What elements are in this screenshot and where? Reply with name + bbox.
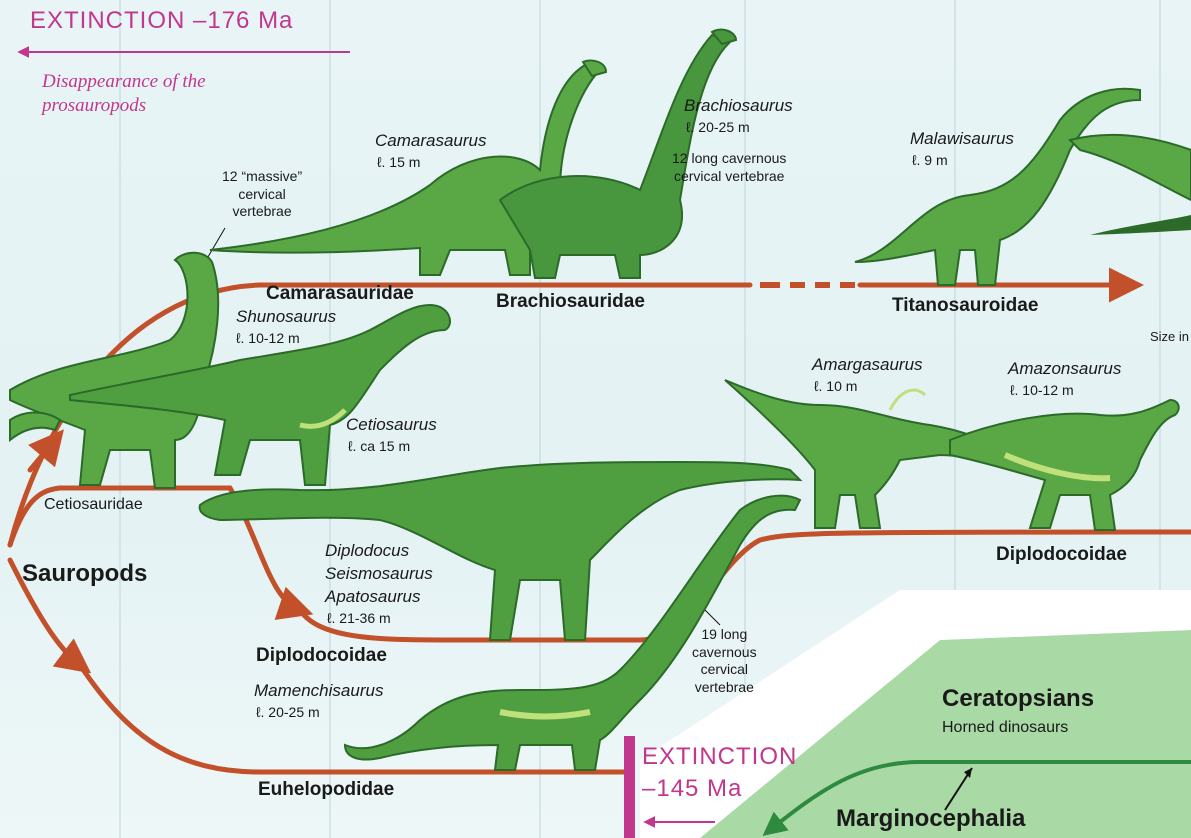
group-camarasauridae: Camarasauridae: [266, 284, 414, 305]
group-cetiosauridae: Cetiosauridae: [44, 496, 143, 514]
note-brachiosaurus-vertebrae: 12 long cavernous cervical vertebrae: [672, 150, 786, 185]
extinction-bar-145: [624, 736, 635, 838]
species-camarasaurus: Camarasaurus: [375, 132, 487, 151]
extinction-176-title: EXTINCTION –176 Ma: [30, 8, 293, 34]
length-shunosaurus: ℓ. 10-12 m: [236, 331, 300, 346]
species-mamenchisaurus: Mamenchisaurus: [254, 682, 383, 701]
species-amargasaurus: Amargasaurus: [812, 356, 923, 375]
ceratopsians-subtitle: Horned dinosaurs: [942, 719, 1068, 737]
group-ceratopsians: Ceratopsians: [942, 686, 1094, 712]
extinction-176-line2: prosauropods: [42, 94, 146, 118]
extinction-145-line1: EXTINCTION: [642, 744, 797, 770]
group-brachiosauridae: Brachiosauridae: [496, 292, 645, 313]
extinction-176-line1: Disappearance of the: [42, 70, 206, 94]
length-amargasaurus: ℓ. 10 m: [814, 379, 857, 394]
amazonsaurus-illustration: [950, 400, 1179, 530]
length-camarasaurus: ℓ. 15 m: [377, 155, 420, 170]
group-marginocephalia: Marginocephalia: [836, 806, 1025, 832]
group-diplodocoidae-right: Diplodocoidae: [996, 545, 1127, 566]
group-titanosauroidae: Titanosauroidae: [892, 296, 1038, 317]
length-mamenchisaurus: ℓ. 20-25 m: [256, 705, 320, 720]
species-seismosaurus: Seismosaurus: [325, 565, 433, 584]
group-sauropods: Sauropods: [22, 561, 147, 587]
group-diplodocoidae-left: Diplodocoidae: [256, 646, 387, 667]
species-brachiosaurus: Brachiosaurus: [684, 97, 793, 116]
length-brachiosaurus: ℓ. 20-25 m: [686, 120, 750, 135]
species-diplodocus: Diplodocus: [325, 542, 409, 561]
species-cetiosaurus: Cetiosaurus: [346, 416, 437, 435]
size-note: Size in: [1150, 330, 1189, 344]
species-malawisaurus: Malawisaurus: [910, 130, 1014, 149]
species-apatosaurus: Apatosaurus: [325, 588, 420, 607]
length-diplodocus-group: ℓ. 21-36 m: [327, 611, 391, 626]
group-euhelopodidae: Euhelopodidae: [258, 780, 394, 801]
species-shunosaurus: Shunosaurus: [236, 308, 336, 327]
length-cetiosaurus: ℓ. ca 15 m: [348, 439, 410, 454]
extinction-145-line2: –145 Ma: [642, 776, 742, 802]
note-mamenchisaurus-vertebrae: 19 long cavernous cervical vertebrae: [692, 626, 757, 696]
length-malawisaurus: ℓ. 9 m: [912, 153, 948, 168]
malawisaurus-illustration: [855, 89, 1191, 285]
length-amazonsaurus: ℓ. 10-12 m: [1010, 383, 1074, 398]
species-amazonsaurus: Amazonsaurus: [1008, 360, 1121, 379]
note-massive-vertebrae: 12 “massive” cervical vertebrae: [222, 168, 302, 221]
